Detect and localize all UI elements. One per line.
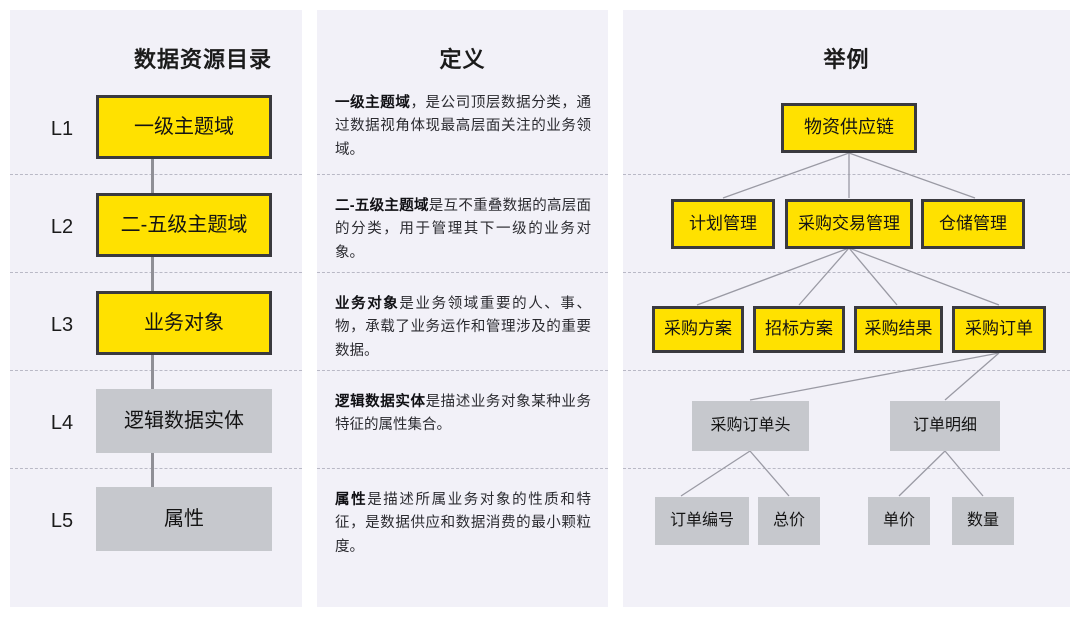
definition-term-l2: 二-五级主题域: [335, 198, 429, 214]
definition-panel: 定义 一级主题域，是公司顶层数据分类，通过数据视角体现最高层面关注的业务领域。 …: [317, 10, 608, 607]
def-divider-2: [317, 272, 608, 273]
example-node-l4-0[interactable]: 采购订单头: [692, 401, 809, 451]
ex-divider-2: [623, 272, 1070, 273]
catalog-node-l5[interactable]: 属性: [96, 487, 272, 551]
definition-body-l5: 是描述所属业务对象的性质和特征，是数据供应和数据消费的最小颗粒度。: [335, 492, 592, 555]
def-divider-4: [317, 468, 608, 469]
connector-l2-l3: [151, 254, 154, 294]
ex-divider-3: [623, 370, 1070, 371]
connector-l3-l4: [151, 352, 154, 392]
definition-panel-title: 定义: [439, 47, 486, 72]
example-node-l4-1[interactable]: 订单明细: [890, 401, 1000, 451]
example-node-l1-0[interactable]: 物资供应链: [781, 103, 917, 153]
row-divider-l2-l3: [10, 272, 302, 273]
example-node-l5-0[interactable]: 订单编号: [655, 497, 749, 545]
example-node-l2-1[interactable]: 采购交易管理: [785, 199, 913, 249]
level-label-l5: L5: [50, 510, 74, 532]
catalog-node-l2[interactable]: 二-五级主题域: [96, 193, 272, 257]
catalog-node-l4[interactable]: 逻辑数据实体: [96, 389, 272, 453]
connector-l4-l5: [151, 450, 154, 490]
level-label-l4: L4: [50, 412, 74, 434]
definition-item-l3: 业务对象是业务领域重要的人、事、物，承载了业务运作和管理涉及的重要数据。: [335, 293, 591, 363]
definition-term-l4: 逻辑数据实体: [335, 394, 426, 410]
example-node-l5-2[interactable]: 单价: [868, 497, 930, 545]
ex-divider-1: [623, 174, 1070, 175]
definition-item-l4: 逻辑数据实体是描述业务对象某种业务特征的属性集合。: [335, 391, 591, 438]
example-panel: 举例 物资供应链 计划管理 采购交易管理: [623, 10, 1070, 607]
example-node-l2-0[interactable]: 计划管理: [671, 199, 775, 249]
definition-body-l2: 是互不重叠数据的高层面的分类，用于管理其下一级的业务对象。: [335, 198, 592, 261]
level-label-l1: L1: [50, 118, 74, 140]
level-label-l3: L3: [50, 314, 74, 336]
catalog-node-l1[interactable]: 一级主题域: [96, 95, 272, 159]
example-node-l3-0[interactable]: 采购方案: [652, 306, 744, 353]
definition-item-l1: 一级主题域，是公司顶层数据分类，通过数据视角体现最高层面关注的业务领域。: [335, 92, 591, 162]
example-node-l5-1[interactable]: 总价: [758, 497, 820, 545]
def-divider-1: [317, 174, 608, 175]
def-divider-3: [317, 370, 608, 371]
definition-term-l3: 业务对象: [335, 296, 400, 312]
catalog-panel-title: 数据资源目录: [133, 47, 272, 72]
example-tree-edges: [680, 152, 1000, 497]
catalog-panel: 数据资源目录 L1 L2 L3 L4 L5 一级主题域 二-五级主题域 业务对象…: [10, 10, 302, 607]
example-panel-title: 举例: [823, 47, 870, 72]
level-label-l2: L2: [50, 216, 74, 238]
example-node-l5-3[interactable]: 数量: [952, 497, 1014, 545]
definition-body-l1: ，是公司顶层数据分类，通过数据视角体现最高层面关注的业务领域。: [335, 95, 591, 158]
example-node-l3-1[interactable]: 招标方案: [753, 306, 845, 353]
example-node-l2-2[interactable]: 仓储管理: [921, 199, 1025, 249]
row-divider-l4-l5: [10, 468, 302, 469]
definition-term-l1: 一级主题域: [335, 95, 411, 111]
definition-body-l3: 是业务领域重要的人、事、物，承载了业务运作和管理涉及的重要数据。: [335, 296, 592, 359]
row-divider-l1-l2: [10, 174, 302, 175]
ex-divider-4: [623, 468, 1070, 469]
row-divider-l3-l4: [10, 370, 302, 371]
connector-l1-l2: [151, 156, 154, 196]
definition-body-l4: 是描述业务对象某种业务特征的属性集合。: [335, 394, 591, 434]
example-node-l3-3[interactable]: 采购订单: [952, 306, 1046, 353]
definition-item-l2: 二-五级主题域是互不重叠数据的高层面的分类，用于管理其下一级的业务对象。: [335, 195, 591, 265]
definition-term-l5: 属性: [335, 492, 368, 508]
catalog-node-l3[interactable]: 业务对象: [96, 291, 272, 355]
definition-item-l5: 属性是描述所属业务对象的性质和特征，是数据供应和数据消费的最小颗粒度。: [335, 489, 591, 559]
example-node-l3-2[interactable]: 采购结果: [854, 306, 943, 353]
